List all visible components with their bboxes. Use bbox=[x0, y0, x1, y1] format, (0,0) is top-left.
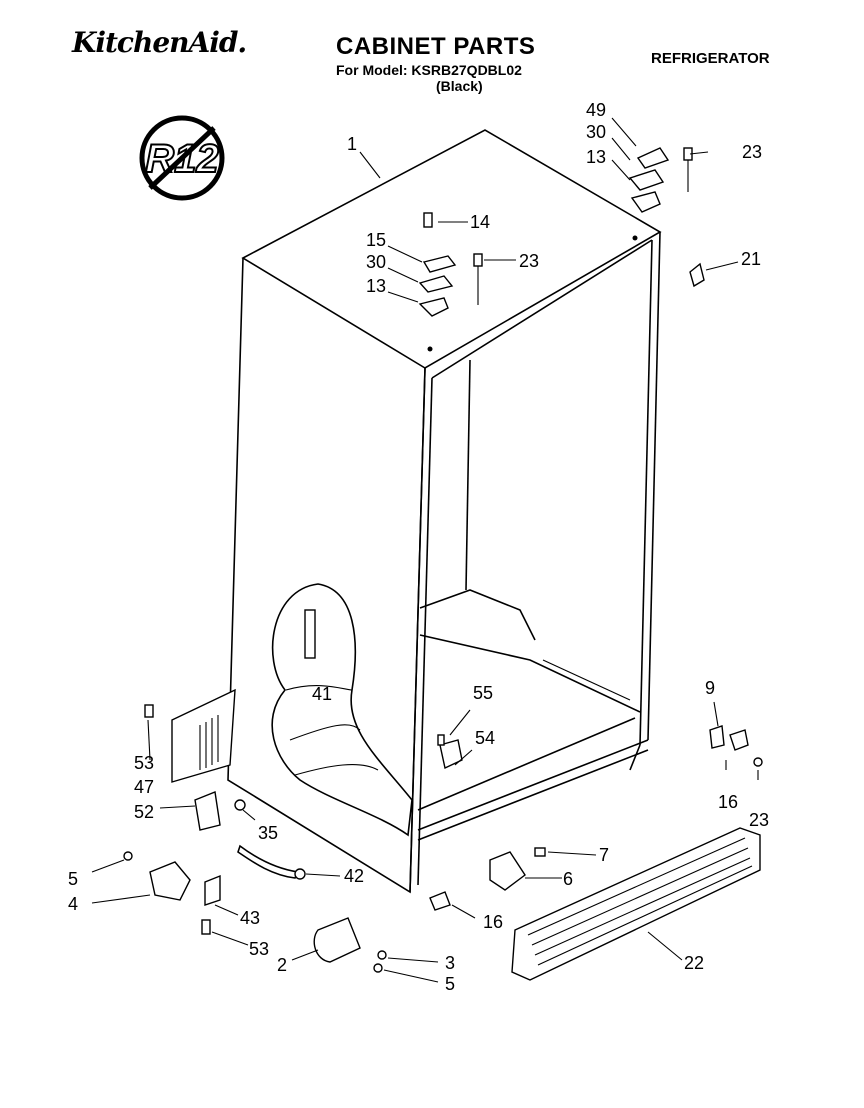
callout-23-left: 23 bbox=[519, 251, 539, 271]
callout-23: 23 bbox=[742, 142, 762, 162]
callout-3: 3 bbox=[445, 953, 455, 973]
callout-13: 13 bbox=[586, 147, 606, 167]
model-variant: (Black) bbox=[436, 78, 483, 94]
callout-14: 14 bbox=[470, 212, 490, 232]
callout-54: 54 bbox=[475, 728, 495, 748]
callout-22: 22 bbox=[684, 953, 704, 973]
callout-47: 47 bbox=[134, 777, 154, 797]
callout-43: 43 bbox=[240, 908, 260, 928]
callout-52: 52 bbox=[134, 802, 154, 822]
callout-2: 2 bbox=[277, 955, 287, 975]
callout-53-bottom: 53 bbox=[249, 939, 269, 959]
callout-1: 1 bbox=[347, 134, 357, 154]
callout-7: 7 bbox=[599, 845, 609, 865]
toe-grille bbox=[511, 827, 761, 981]
callout-49: 49 bbox=[586, 100, 606, 120]
model-line: For Model: KSRB27QDBL02 bbox=[336, 62, 522, 78]
side-vent-plate bbox=[144, 688, 246, 831]
lower-left-hardware bbox=[123, 844, 387, 973]
appliance-category: REFRIGERATOR bbox=[651, 50, 770, 67]
callout-30: 30 bbox=[586, 122, 606, 142]
callout-55: 55 bbox=[473, 683, 493, 703]
callout-41: 41 bbox=[312, 684, 332, 704]
no-r12-symbol-icon: R12 bbox=[139, 115, 225, 201]
brand-logo: KitchenAid. bbox=[72, 26, 247, 59]
callout-15: 15 bbox=[366, 230, 386, 250]
page-title: CABINET PARTS bbox=[336, 33, 536, 60]
refrigerator-cabinet bbox=[227, 129, 662, 894]
callout-53: 53 bbox=[134, 753, 154, 773]
callout-16-right: 16 bbox=[718, 792, 738, 812]
lower-right-hardware bbox=[429, 725, 763, 911]
top-hinge-assembly-left bbox=[418, 212, 483, 317]
callout-13-left: 13 bbox=[366, 276, 386, 296]
top-hinge-assembly-right bbox=[628, 147, 705, 288]
callout-35: 35 bbox=[258, 823, 278, 843]
callout-42: 42 bbox=[344, 866, 364, 886]
callout-23-bottom: 23 bbox=[749, 810, 769, 830]
leader-lines bbox=[91, 117, 759, 983]
callout-21: 21 bbox=[741, 249, 761, 269]
callout-9: 9 bbox=[705, 678, 715, 698]
callout-4: 4 bbox=[68, 894, 78, 914]
callout-5: 5 bbox=[68, 869, 78, 889]
callout-labels: 1 49 30 13 23 14 15 30 23 13 21 41 9 55 … bbox=[68, 100, 769, 994]
callout-16: 16 bbox=[483, 912, 503, 932]
callout-6: 6 bbox=[563, 869, 573, 889]
callout-5-bottom: 5 bbox=[445, 974, 455, 994]
callout-30-left: 30 bbox=[366, 252, 386, 272]
